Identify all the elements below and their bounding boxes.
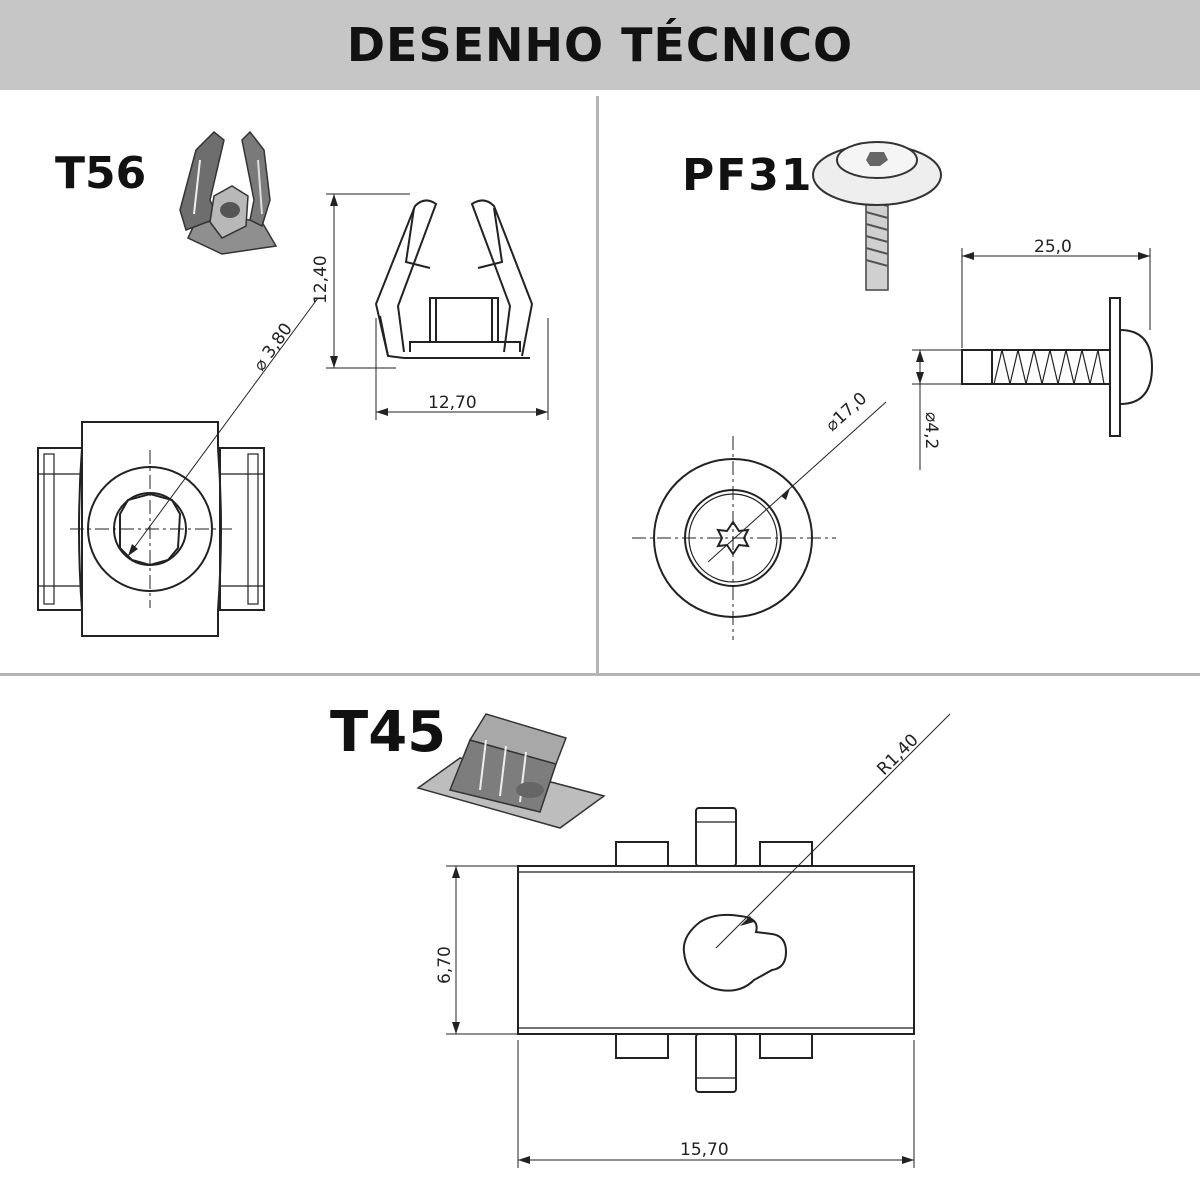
pf31-dim-head: ⌀17,0 xyxy=(707,389,887,563)
pf31-3d-render xyxy=(812,141,942,291)
t45-top-view xyxy=(517,807,915,1093)
pf31-shank-label: ⌀4,2 xyxy=(921,412,941,449)
part-code-t56: T56 xyxy=(55,148,147,199)
t45-height-label: 6,70 xyxy=(435,946,455,984)
t56-3d-render xyxy=(179,130,278,255)
t45-3d-render xyxy=(416,713,606,829)
t56-dim-diameter: ⌀ 3,80 xyxy=(127,297,319,557)
pf31-head-label: ⌀17,0 xyxy=(822,389,871,436)
pf31-head-value: 17,0 xyxy=(830,389,872,429)
t56-dim-width: 12,70 xyxy=(375,318,549,420)
pf31-side-view xyxy=(961,297,1154,437)
t56-side-view xyxy=(374,199,534,359)
page-title: DESENHO TÉCNICO xyxy=(346,18,854,72)
pf31-length-label: 25,0 xyxy=(1034,237,1072,257)
t45-dim-width: 15,70 xyxy=(517,1040,915,1168)
title-bar: DESENHO TÉCNICO xyxy=(0,0,1200,90)
vertical-divider xyxy=(596,96,599,674)
pf31-dim-shank: ⌀4,2 xyxy=(912,349,962,470)
t56-top-view xyxy=(37,421,265,637)
part-code-t45: T45 xyxy=(330,700,447,765)
t56-width-label: 12,70 xyxy=(428,393,477,413)
t56-diameter-label: ⌀ 3,80 xyxy=(250,320,297,375)
pf31-shank-value: 4,2 xyxy=(921,422,941,449)
part-code-pf31: PF31 xyxy=(682,150,814,201)
pf31-dim-length: 25,0 xyxy=(961,237,1151,348)
t45-dim-height: 6,70 xyxy=(435,865,518,1035)
horizontal-divider xyxy=(0,673,1200,676)
t45-radius-label: R1,40 xyxy=(873,730,922,779)
pf31-front-view xyxy=(632,436,836,640)
t56-height-label: 12,40 xyxy=(311,255,331,304)
t56-dim-height: 12,40 xyxy=(311,193,410,369)
t45-width-label: 15,70 xyxy=(680,1140,729,1160)
t56-diameter-value: 3,80 xyxy=(259,320,297,362)
